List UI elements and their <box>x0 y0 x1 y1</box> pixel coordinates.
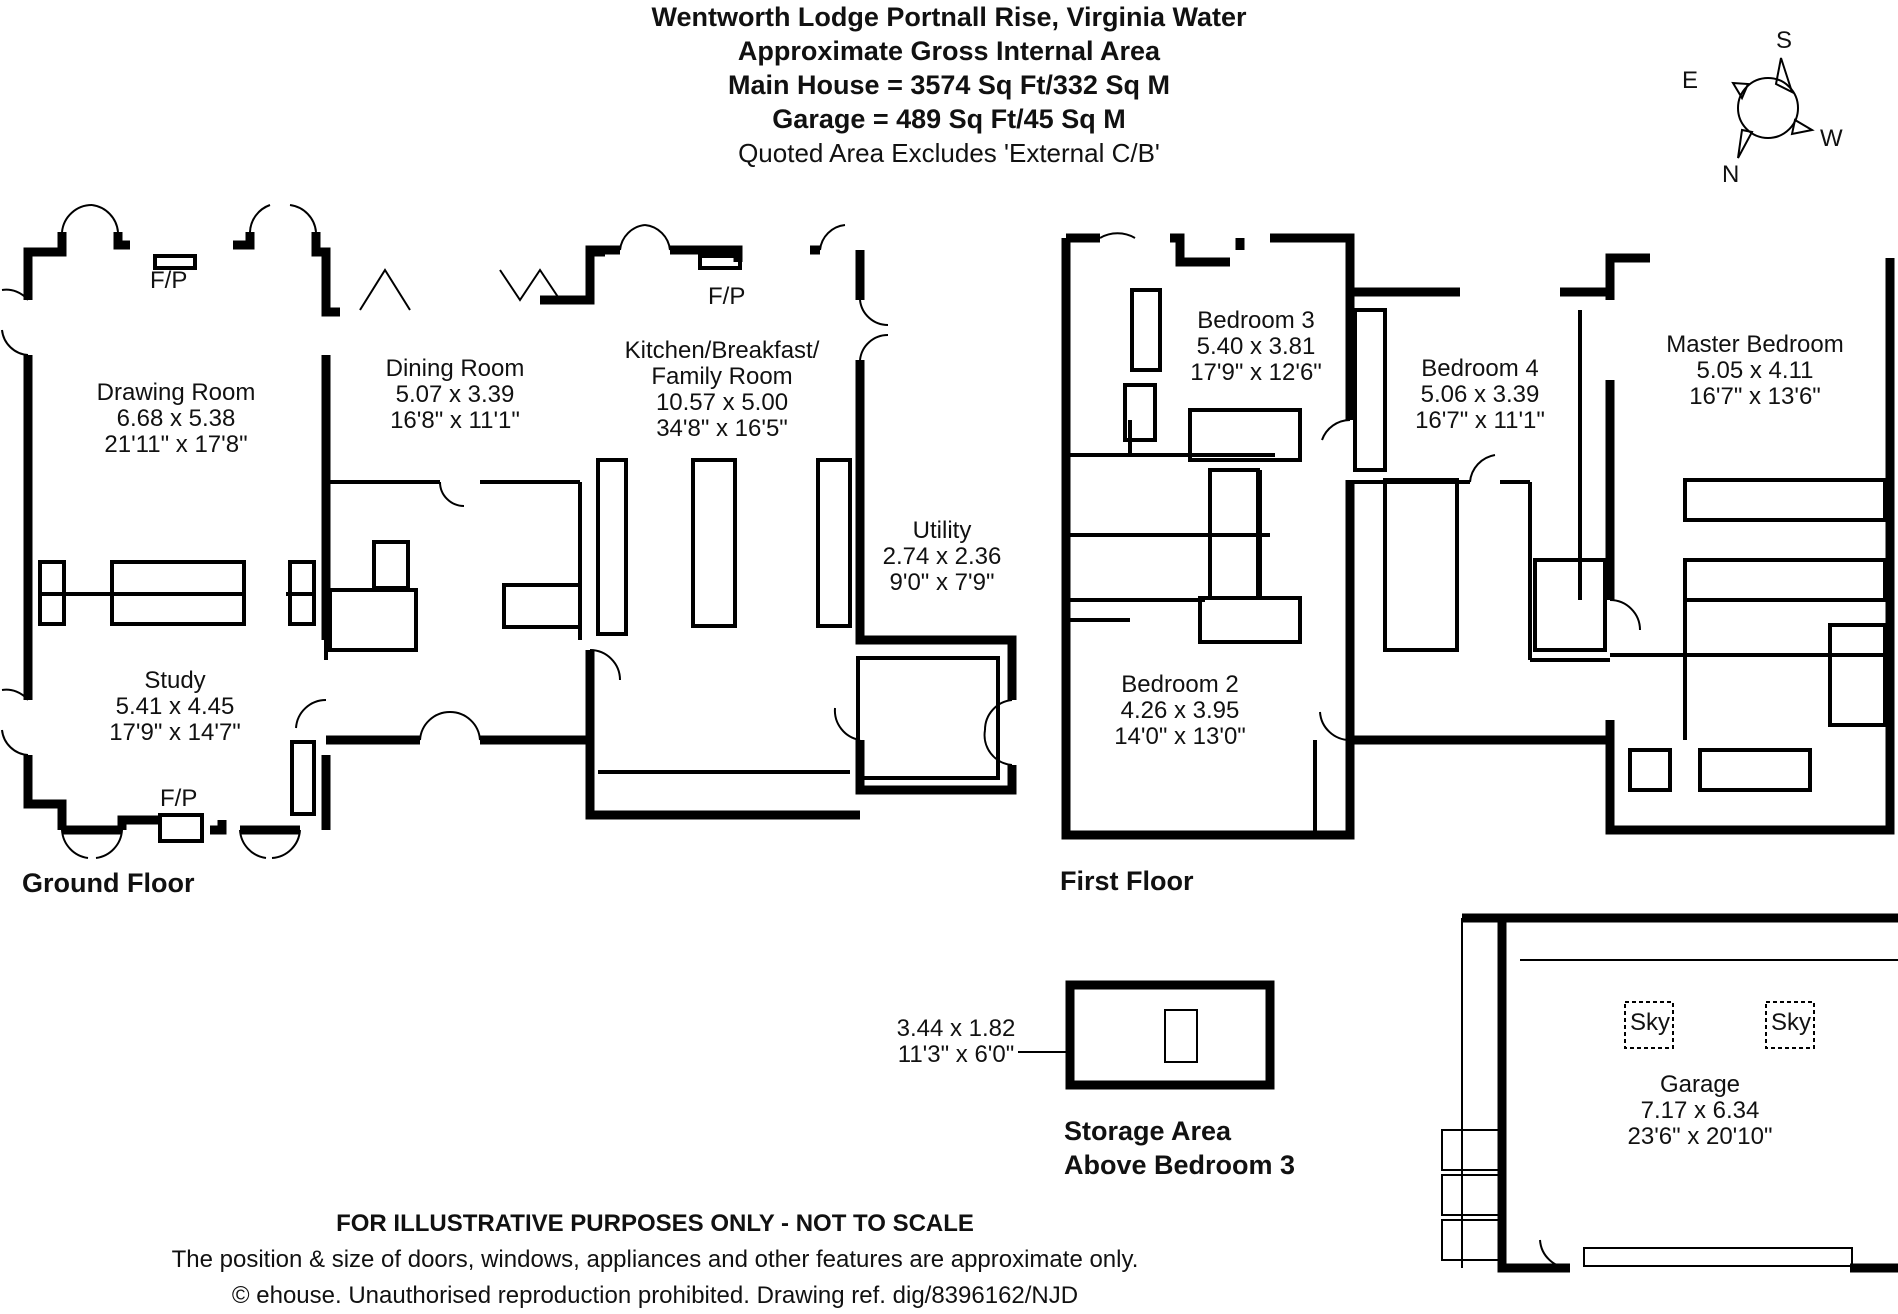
garage-name: Garage <box>1659 1071 1741 1098</box>
drawing-room-metric: 6.68 x 5.38 <box>116 405 236 432</box>
utility-imperial: 9'0" x 7'9" <box>889 569 995 596</box>
study-name: Study <box>144 667 206 694</box>
dining-room-label: Dining Room 5.07 x 3.39 16'8" x 11'1" <box>350 356 560 434</box>
kitchen-name-line2: Family Room <box>651 363 793 390</box>
bedroom-4-name: Bedroom 4 <box>1421 355 1539 382</box>
garage-imperial: 23'6" x 20'10" <box>1627 1123 1773 1150</box>
garage-skylight-1: Sky <box>1629 1009 1670 1036</box>
study-label: Study 5.41 x 4.45 17'9" x 14'7" <box>80 668 270 746</box>
garage-skylight-2: Sky <box>1770 1009 1811 1036</box>
compass-w: W <box>1820 125 1843 152</box>
storage-walls <box>1065 980 1275 1090</box>
utility-label: Utility 2.74 x 2.36 9'0" x 7'9" <box>872 518 1012 596</box>
kitchen-name-line1: Kitchen/Breakfast/ <box>624 337 820 364</box>
storage-label-line2: Above Bedroom 3 <box>1064 1150 1296 1180</box>
master-bedroom-imperial: 16'7" x 13'6" <box>1689 383 1821 410</box>
plan-footer: FOR ILLUSTRATIVE PURPOSES ONLY - NOT TO … <box>0 1206 1310 1314</box>
garage-label: Garage 7.17 x 6.34 23'6" x 20'10" <box>1600 1072 1800 1150</box>
drawing-room-imperial: 21'11" x 17'8" <box>104 431 248 458</box>
kitchen-fp: F/P <box>708 283 746 310</box>
utility-metric: 2.74 x 2.36 <box>882 543 1002 570</box>
bedroom-4-imperial: 16'7" x 11'1" <box>1415 407 1545 434</box>
dining-room-name: Dining Room <box>385 355 525 382</box>
utility-name: Utility <box>912 517 972 544</box>
study-imperial: 17'9" x 14'7" <box>109 719 241 746</box>
area-subtitle: Approximate Gross Internal Area <box>737 36 1161 66</box>
drawing-room-name: Drawing Room <box>96 379 256 406</box>
garage-area: Garage = 489 Sq Ft/45 Sq M <box>772 104 1126 134</box>
first-floor-label: First Floor <box>1060 866 1194 896</box>
bedroom-3-label: Bedroom 3 5.40 x 3.81 17'9" x 12'6" <box>1176 308 1336 386</box>
plan-header: Wentworth Lodge Portnall Rise, Virginia … <box>0 0 1898 170</box>
ground-floor-walls <box>23 232 1017 835</box>
study-metric: 5.41 x 4.45 <box>115 693 235 720</box>
bedroom-3-imperial: 17'9" x 12'6" <box>1190 359 1322 386</box>
compass-icon <box>1731 57 1815 159</box>
bedroom-2-label: Bedroom 2 4.26 x 3.95 14'0" x 13'0" <box>1100 672 1260 750</box>
garage-metric: 7.17 x 6.34 <box>1640 1097 1760 1124</box>
kitchen-imperial: 34'8" x 16'5" <box>656 415 788 442</box>
compass-e: E <box>1682 67 1699 94</box>
study-fp: F/P <box>160 785 198 812</box>
master-bedroom-metric: 5.05 x 4.11 <box>1696 357 1814 384</box>
bedroom-4-metric: 5.06 x 3.39 <box>1420 381 1540 408</box>
property-title: Wentworth Lodge Portnall Rise, Virginia … <box>651 2 1247 32</box>
kitchen-label: Kitchen/Breakfast/ Family Room 10.57 x 5… <box>600 338 844 442</box>
footer-note: The position & size of doors, windows, a… <box>171 1246 1139 1273</box>
bedroom-2-imperial: 14'0" x 13'0" <box>1114 723 1246 750</box>
bedroom-3-metric: 5.40 x 3.81 <box>1196 333 1316 360</box>
master-bedroom-label: Master Bedroom 5.05 x 4.11 16'7" x 13'6" <box>1650 332 1860 410</box>
bedroom-4-label: Bedroom 4 5.06 x 3.39 16'7" x 11'1" <box>1400 356 1560 434</box>
ground-floor-label: Ground Floor <box>22 868 195 898</box>
bedroom-2-name: Bedroom 2 <box>1121 671 1239 698</box>
kitchen-metric: 10.57 x 5.00 <box>655 389 789 416</box>
storage-dimensions: 3.44 x 1.82 11'3" x 6'0" <box>886 1016 1026 1068</box>
storage-imperial: 11'3" x 6'0" <box>897 1041 1015 1068</box>
compass-n: N <box>1722 161 1740 188</box>
bedroom-3-name: Bedroom 3 <box>1197 307 1315 334</box>
storage-label-line1: Storage Area <box>1064 1116 1232 1146</box>
footer-disclaimer: FOR ILLUSTRATIVE PURPOSES ONLY - NOT TO … <box>336 1210 974 1237</box>
storage-area-label: Storage Area Above Bedroom 3 <box>1064 1114 1295 1182</box>
storage-metric: 3.44 x 1.82 <box>896 1015 1016 1042</box>
master-bedroom-name: Master Bedroom <box>1666 331 1844 358</box>
drawing-room-label: Drawing Room 6.68 x 5.38 21'11" x 17'8" <box>70 380 282 458</box>
drawing-room-fp: F/P <box>150 267 188 294</box>
main-house-area: Main House = 3574 Sq Ft/332 Sq M <box>728 70 1170 100</box>
bedroom-2-metric: 4.26 x 3.95 <box>1120 697 1240 724</box>
area-note: Quoted Area Excludes 'External C/B' <box>738 138 1160 168</box>
garage-walls <box>1462 913 1898 1273</box>
footer-copyright: © ehouse. Unauthorised reproduction proh… <box>231 1282 1079 1309</box>
compass-s: S <box>1776 27 1793 54</box>
dining-room-imperial: 16'8" x 11'1" <box>390 407 520 434</box>
dining-room-metric: 5.07 x 3.39 <box>395 381 515 408</box>
